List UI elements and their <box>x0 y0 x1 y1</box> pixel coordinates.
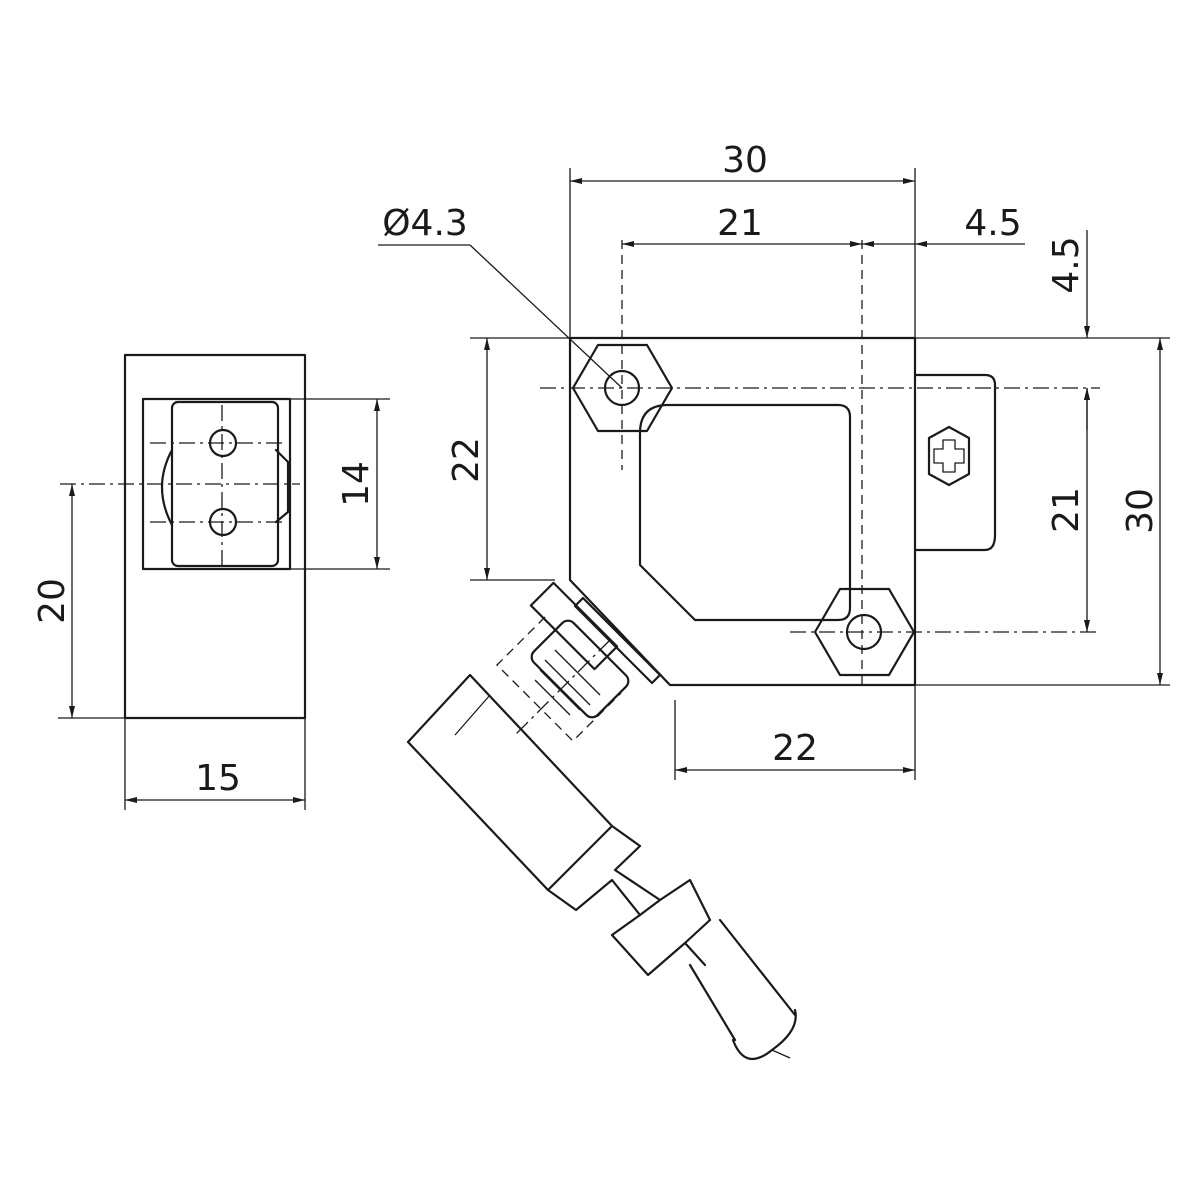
connector-bracket <box>913 373 997 552</box>
front-view-body-outline <box>568 336 917 687</box>
mount-height-label: 22 <box>446 437 487 483</box>
side-view-body <box>123 353 307 720</box>
hole-spacing-vertical-label: 21 <box>1046 487 1087 533</box>
side-view-right-bump <box>274 448 290 524</box>
side-view: 20 14 15 <box>32 353 390 810</box>
side-view-left-bump <box>160 448 174 527</box>
side-height-label: 20 <box>32 578 73 624</box>
offset-vertical-label: 4.5 <box>1046 236 1087 293</box>
body-width-label: 30 <box>722 140 768 181</box>
hole-spacing-horizontal-label: 21 <box>717 203 763 244</box>
side-width-label: 15 <box>195 758 241 799</box>
hole-diameter-leader-diagonal <box>469 244 623 389</box>
m8-connector <box>496 581 662 742</box>
front-view: 30 21 4.5 4.5 21 30 22 22 <box>378 140 1170 1061</box>
lens-height-label: 14 <box>336 461 377 507</box>
cable <box>406 673 797 1061</box>
bottom-length-label: 22 <box>772 728 818 769</box>
offset-horizontal-label: 4.5 <box>964 203 1021 244</box>
hole-diameter-label: Ø4.3 <box>382 203 468 244</box>
cross-screw-icon <box>927 425 971 487</box>
cross-screw-slot <box>933 439 965 473</box>
side-view-lens-window <box>141 397 292 571</box>
body-height-label: 30 <box>1120 488 1161 534</box>
front-view-recess <box>638 403 852 622</box>
